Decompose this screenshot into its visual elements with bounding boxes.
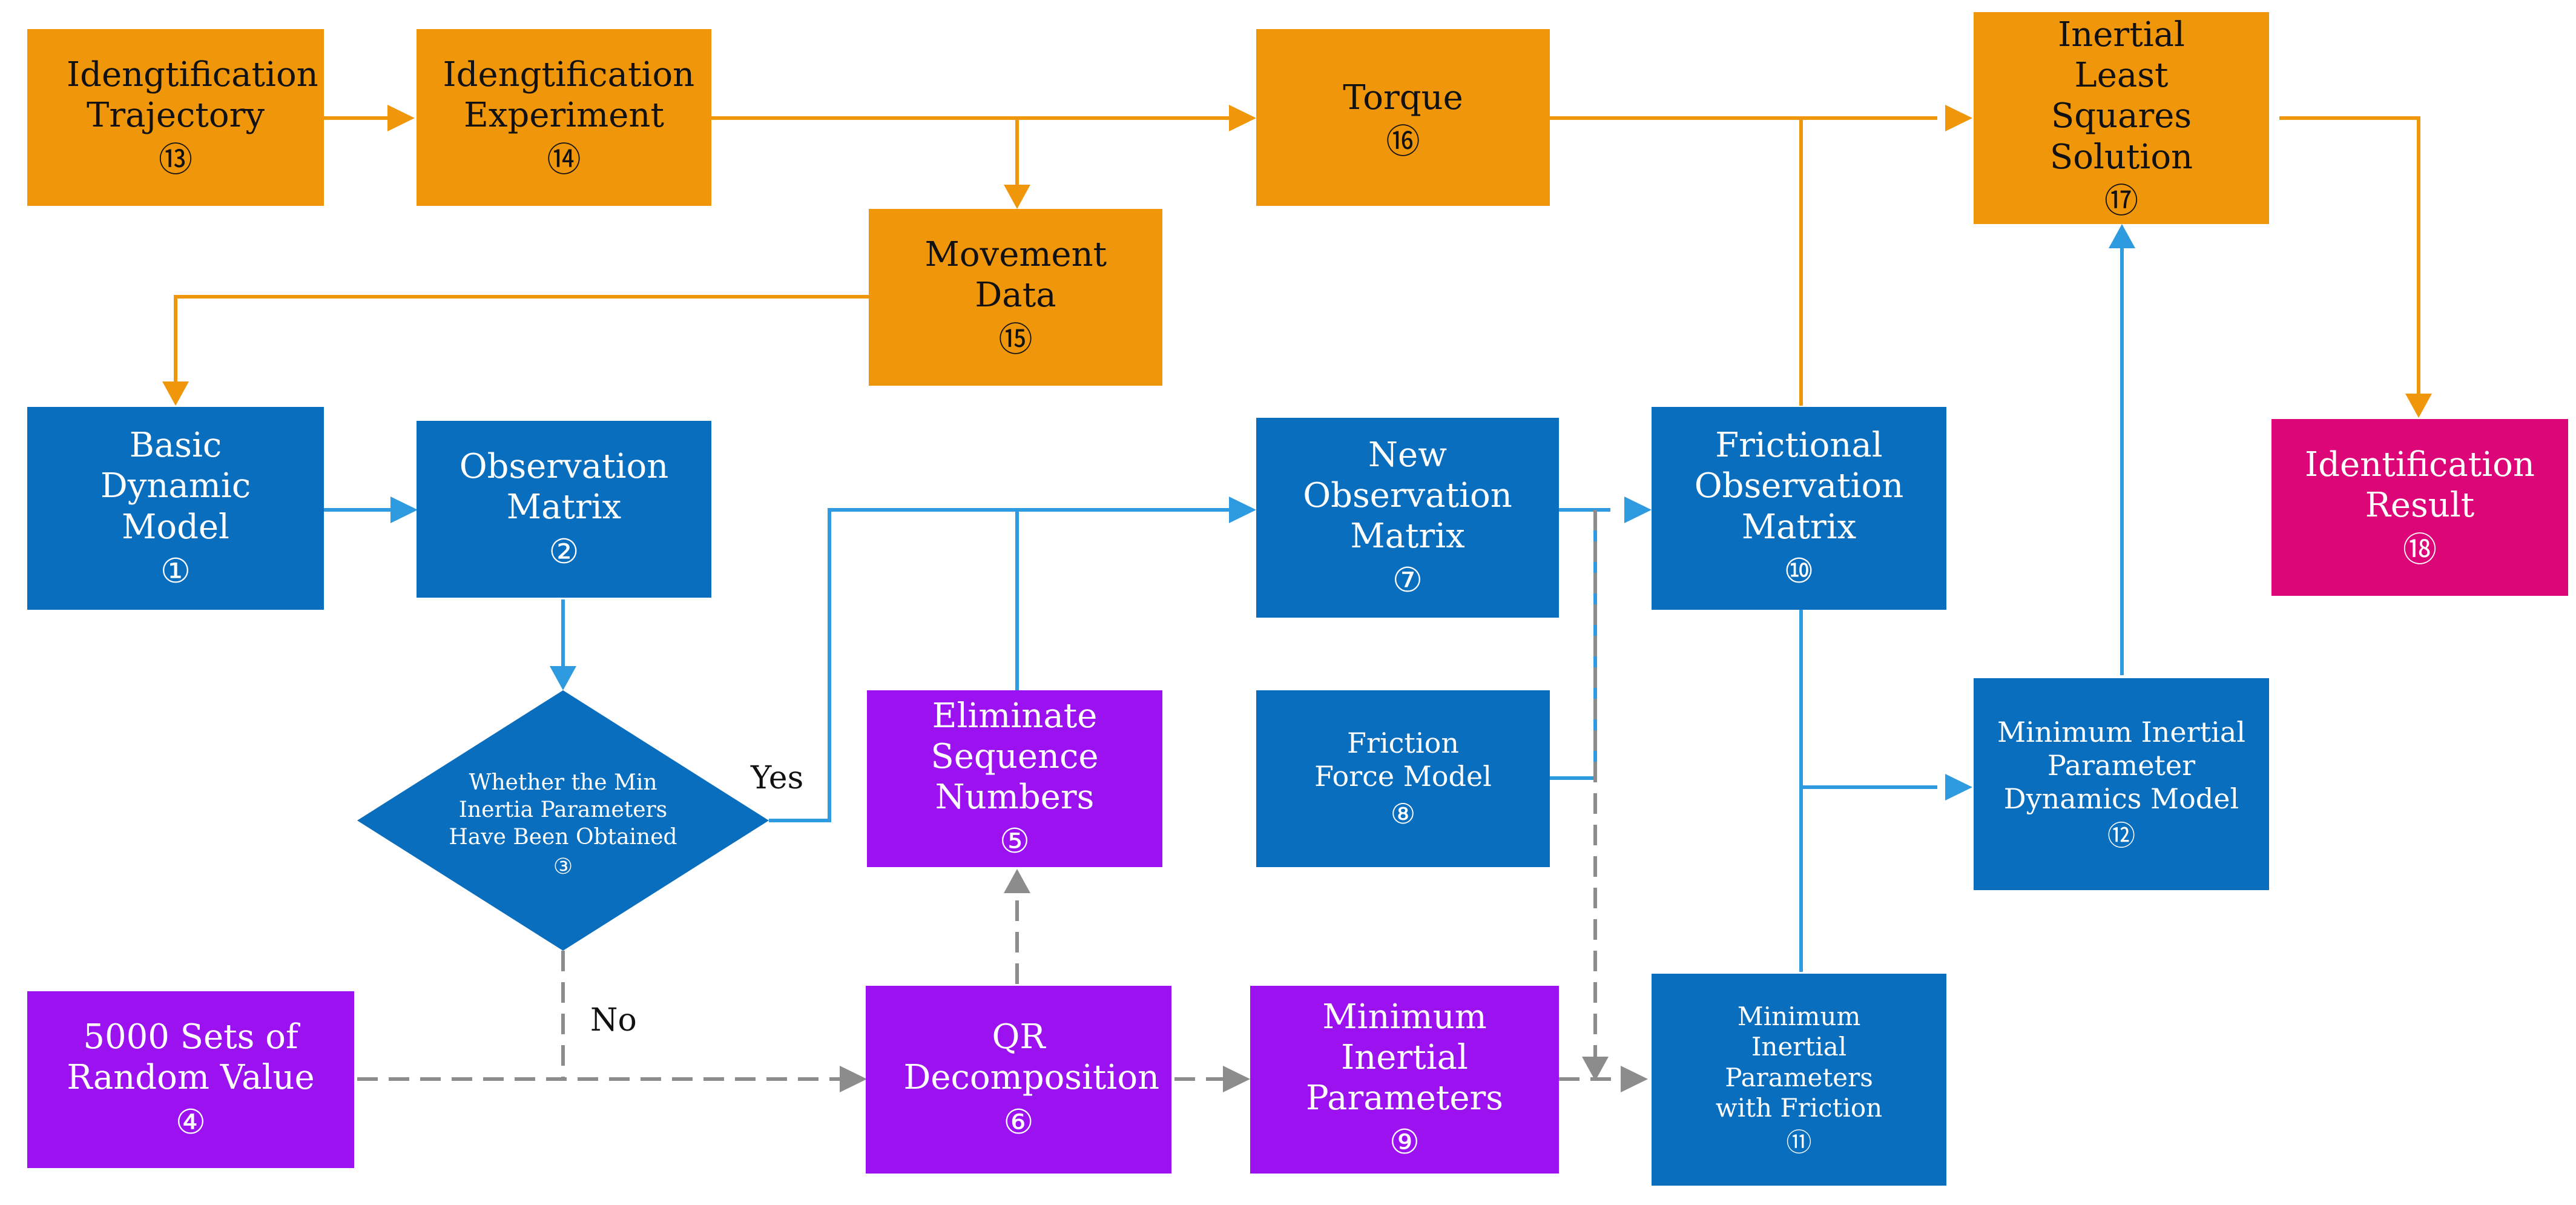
arrowhead-15-1 <box>162 381 189 406</box>
edge-label-yes: Yes <box>751 760 804 796</box>
edge-17-to-18 <box>2279 116 2420 400</box>
decision-diamond-3 <box>357 690 769 951</box>
node-3-text: Whether the Min Inertia Parameters Have … <box>449 770 677 850</box>
node-2-text: Observation Matrix <box>459 447 669 527</box>
arrowhead-16-17 <box>1945 105 1972 131</box>
edge-label-no: No <box>590 1002 637 1038</box>
node-min-inertial-parameter-dynamics-model: Minimum Inertial Parameter Dynamics Mode… <box>1974 678 2269 890</box>
node-13-number: ⑬ <box>159 140 193 180</box>
node-idengtification-experiment: Idengtification Experiment ⑭ <box>417 29 711 206</box>
node-6-number: ⑥ <box>1003 1102 1034 1142</box>
node-5-text: Eliminate Sequence Numbers <box>931 696 1099 817</box>
edge-15-to-1 <box>174 295 869 388</box>
blue-arrowheads <box>390 224 2135 801</box>
node-9-text: Minimum Inertial Parameters <box>1305 997 1504 1118</box>
node-16-number: ⑯ <box>1386 122 1420 162</box>
node-13-text: Idengtification Trajectory <box>67 55 318 136</box>
arrowhead-4-6 <box>840 1066 867 1092</box>
node-min-inertial-parameters-with-friction: Minimum Inertial Parameters with Frictio… <box>1652 974 1946 1186</box>
orange-connectors <box>174 115 2420 406</box>
node-12-number: ⑫ <box>2107 819 2135 853</box>
node-7-number: ⑦ <box>1392 561 1423 601</box>
node-identification-result: Identification Result ⑱ <box>2271 419 2568 596</box>
arrowhead-17-18 <box>2405 394 2432 418</box>
node-3-number: ③ <box>553 854 573 879</box>
node-7-text: New Observation Matrix <box>1303 435 1512 556</box>
arrowhead-12-17 <box>2109 224 2135 248</box>
node-eliminate-sequence-numbers: Eliminate Sequence Numbers ⑤ <box>867 690 1162 867</box>
node-minimum-inertial-parameters: Minimum Inertial Parameters ⑨ <box>1250 986 1559 1174</box>
node-18-number: ⑱ <box>2403 530 2437 570</box>
node-idengtification-trajectory: Idengtification Trajectory ⑬ <box>27 29 324 206</box>
arrowhead-6-5 <box>1004 869 1030 893</box>
node-17-number: ⑰ <box>2104 181 2138 221</box>
node-15-text: Movement Data <box>924 235 1107 315</box>
dashed-arrowheads <box>840 869 1648 1092</box>
node-movement-data: Movement Data ⑮ <box>869 209 1162 386</box>
node-frictional-observation-matrix: Frictional Observation Matrix ⑩ <box>1652 407 1946 610</box>
node-5-number: ⑤ <box>999 822 1030 862</box>
node-11-number: ⑪ <box>1786 1127 1812 1157</box>
node-qr-decomposition: QR Decomposition ⑥ <box>866 986 1171 1174</box>
blue-connectors <box>324 242 2124 972</box>
node-8-text: Friction Force Model <box>1314 727 1492 793</box>
arrowhead-1-2 <box>390 497 418 523</box>
node-14-number: ⑭ <box>547 140 581 180</box>
node-4-number: ④ <box>175 1102 206 1142</box>
node-6-text: QR Decomposition <box>903 1017 1160 1098</box>
node-9-number: ⑨ <box>1389 1123 1420 1163</box>
arrowhead-2-3 <box>550 666 576 690</box>
node-8-number: ⑧ <box>1390 797 1416 830</box>
node-16-text: Torque <box>1343 78 1463 117</box>
node-4-text: 5000 Sets of Random Value <box>67 1017 315 1098</box>
node-12-text: Minimum Inertial Parameter Dynamics Mode… <box>1997 715 2245 815</box>
node-torque: Torque ⑯ <box>1256 29 1550 206</box>
node-basic-dynamic-model: Basic Dynamic Model ① <box>27 407 324 610</box>
orange-arrowheads <box>162 105 2432 418</box>
node-2-number: ② <box>548 532 579 572</box>
arrowhead-7-10 <box>1624 497 1652 523</box>
node-18-text: Identification Result <box>2305 445 2535 526</box>
decision-label: Whether the Min Inertia Parameters Have … <box>442 769 684 880</box>
node-10-number: ⑩ <box>1784 551 1814 591</box>
node-1-number: ① <box>160 551 191 591</box>
node-friction-force-model: Friction Force Model ⑧ <box>1256 690 1550 867</box>
node-new-observation-matrix: New Observation Matrix ⑦ <box>1256 418 1559 618</box>
arrowhead-14-16 <box>1229 105 1256 131</box>
arrowhead-13-14 <box>387 105 415 131</box>
arrowhead-down-to-11 <box>1582 1057 1609 1081</box>
node-observation-matrix: Observation Matrix ② <box>417 421 711 598</box>
node-14-text: Idengtification Experiment <box>443 55 695 136</box>
node-11-text: Minimum Inertial Parameters with Frictio… <box>1715 1002 1883 1123</box>
arrowhead-14-15 <box>1004 185 1030 209</box>
edge-3-yes-to-7 <box>769 508 1229 822</box>
arrowhead-10-12 <box>1945 774 1972 801</box>
node-15-number: ⑮ <box>998 320 1033 360</box>
dashed-connectors <box>357 510 1622 1081</box>
node-17-text: Inertial Least Squares Solution <box>2049 15 2193 177</box>
node-1-text: Basic Dynamic Model <box>100 426 251 547</box>
arrowhead-9-11 <box>1621 1066 1648 1092</box>
arrowhead-6-9 <box>1223 1066 1250 1092</box>
node-5000-sets-of-random-value: 5000 Sets of Random Value ④ <box>27 991 354 1168</box>
node-inertial-least-squares-solution: Inertial Least Squares Solution ⑰ <box>1974 12 2269 224</box>
node-10-text: Frictional Observation Matrix <box>1694 426 1904 547</box>
arrowhead-3-7 <box>1229 497 1256 523</box>
